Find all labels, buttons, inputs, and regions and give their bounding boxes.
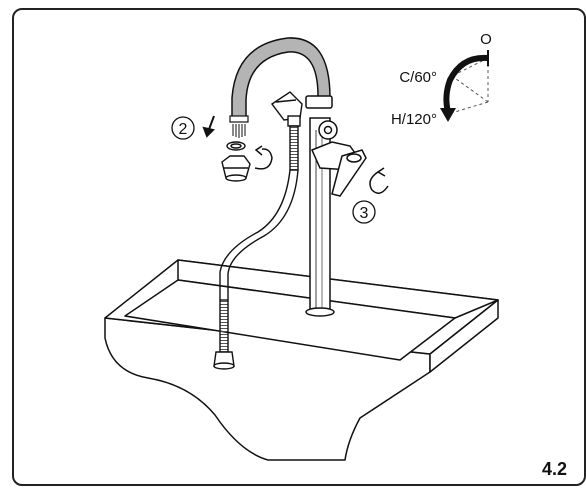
down-arrow-icon	[202, 115, 215, 138]
spout-collar	[305, 95, 333, 109]
countertop-right-edge	[429, 299, 499, 373]
step-3-label: 3	[360, 205, 369, 222]
step-2-marker: 2	[171, 116, 195, 140]
step-2-label: 2	[179, 121, 188, 138]
unscrew-arrow-icon	[254, 145, 273, 170]
faucet-spout	[229, 37, 333, 138]
countertop-front-face	[104, 317, 431, 461]
aerator-parts	[221, 141, 251, 182]
page-number: 4.2	[542, 458, 572, 480]
faucet-base-flange	[305, 307, 335, 317]
rotation-arrowhead-icon	[440, 108, 456, 122]
water-spray	[232, 124, 246, 138]
mixer-valve	[310, 120, 367, 197]
temperature-rotation-diagram: O C/60° H/120°	[391, 31, 492, 128]
hose-braided-end	[219, 299, 229, 353]
rotate-valve-arrow-icon	[369, 167, 389, 194]
pull-out-hose	[213, 125, 299, 370]
spray-holder-bracket	[270, 91, 303, 127]
cold-position-label: C/60°	[399, 69, 437, 86]
open-position-label: O	[480, 31, 492, 48]
rotation-arc	[443, 54, 489, 113]
sink-basin	[104, 259, 499, 461]
spray-head-end	[229, 115, 249, 123]
step-3-marker: 3	[352, 200, 376, 224]
hot-position-label: H/120°	[391, 111, 437, 128]
basin-lip	[124, 279, 456, 361]
illustration-frame	[12, 8, 586, 486]
